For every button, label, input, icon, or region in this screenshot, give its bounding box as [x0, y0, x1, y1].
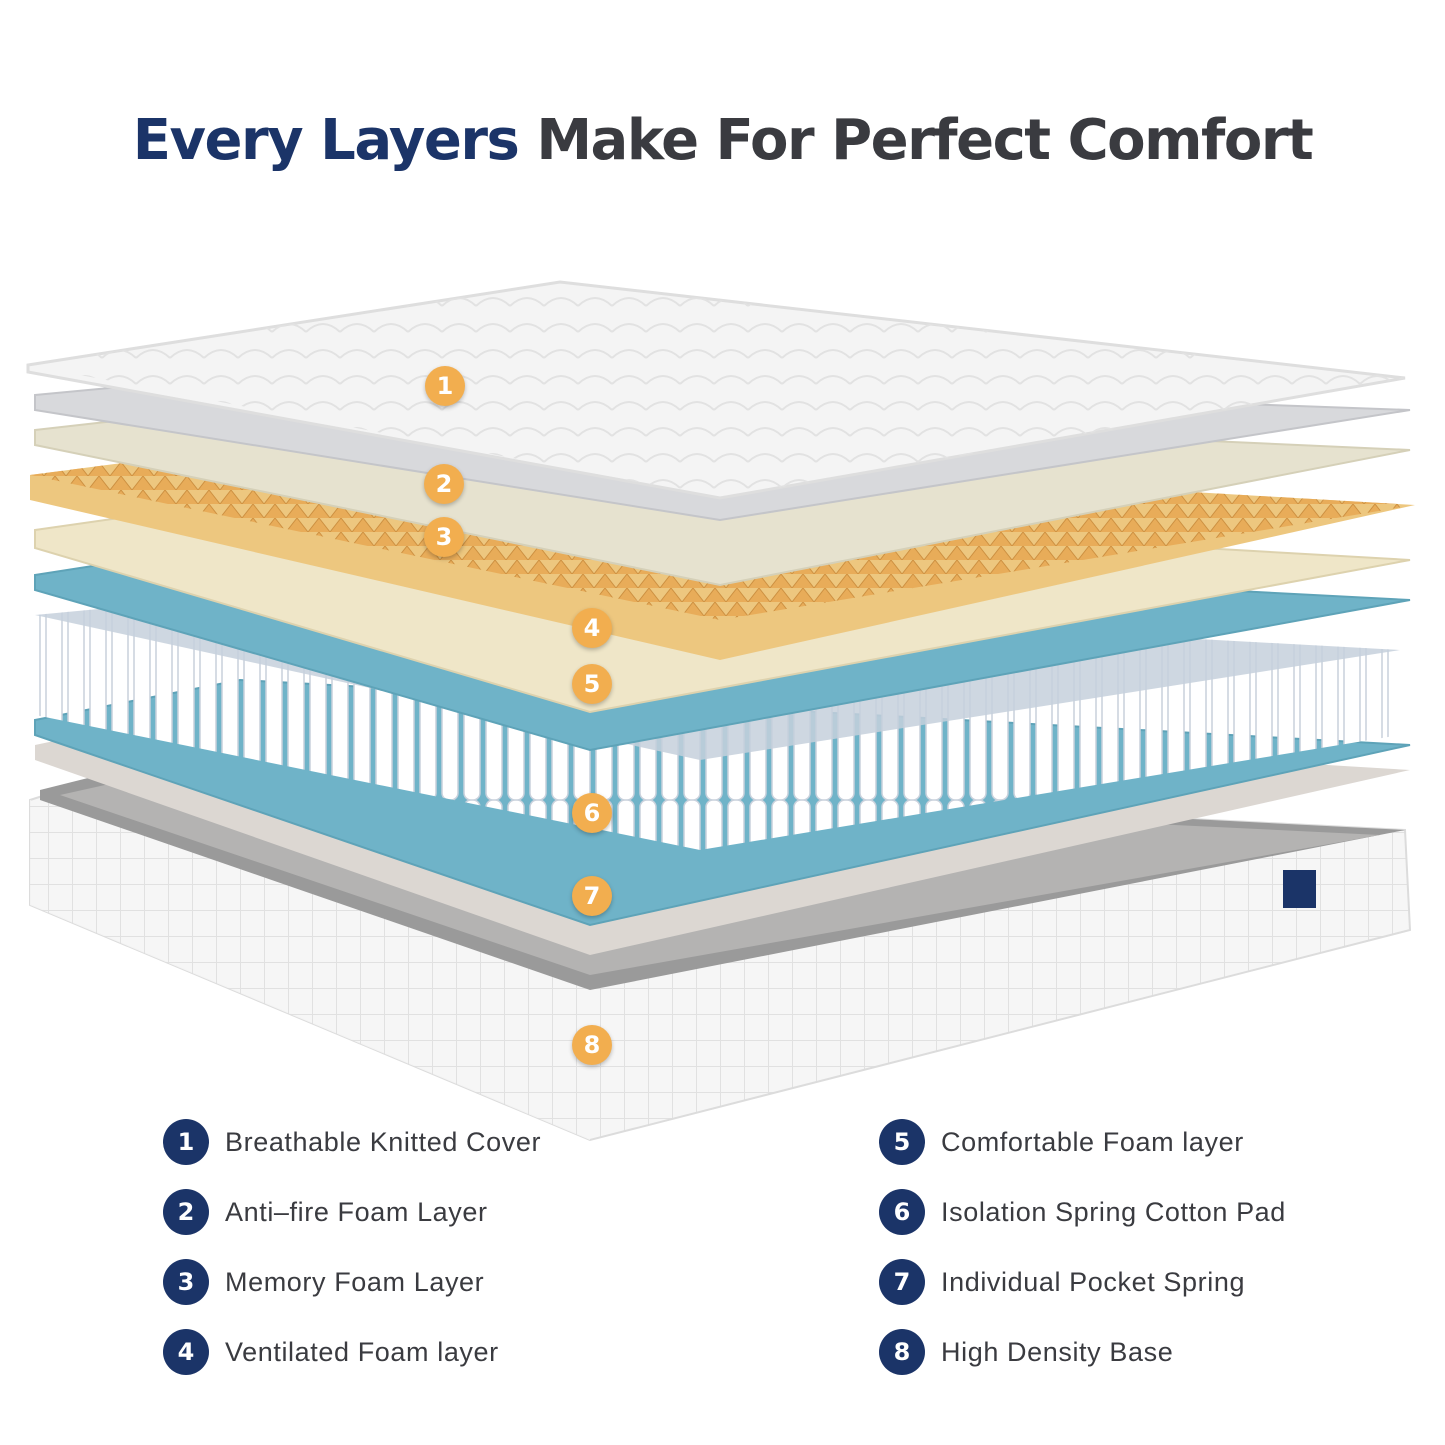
legend-item: 2 Anti–fire Foam Layer — [163, 1188, 723, 1236]
legend-label: Comfortable Foam layer — [941, 1126, 1244, 1157]
number-badge: 1 — [163, 1119, 209, 1165]
legend-item: 5 Comfortable Foam layer — [879, 1118, 1439, 1166]
legend-item: 4 Ventilated Foam layer — [163, 1328, 723, 1376]
legend-label: Ventilated Foam layer — [225, 1336, 499, 1367]
legend-item: 1 Breathable Knitted Cover — [163, 1118, 723, 1166]
layer-marker-3: 3 — [424, 517, 464, 557]
layer-marker-7: 7 — [572, 876, 612, 916]
number-badge: 6 — [879, 1189, 925, 1235]
mattress-exploded-view — [26, 280, 1415, 1142]
layer-cover — [26, 280, 1406, 500]
number-badge: 2 — [163, 1189, 209, 1235]
layer-marker-1: 1 — [425, 366, 465, 406]
legend-label: Breathable Knitted Cover — [225, 1126, 542, 1157]
legend-label: Isolation Spring Cotton Pad — [941, 1196, 1286, 1227]
legend-item: 8 High Density Base — [879, 1328, 1439, 1376]
title-rest: Make For Perfect Comfort — [518, 108, 1313, 173]
legend-label: Anti–fire Foam Layer — [225, 1196, 488, 1227]
layer-marker-4: 4 — [572, 608, 612, 648]
legend-label: Individual Pocket Spring — [941, 1266, 1246, 1297]
page-title: Every Layers Make For Perfect Comfort — [0, 108, 1445, 173]
number-badge: 7 — [879, 1259, 925, 1305]
layer-marker-8: 8 — [572, 1025, 612, 1065]
legend-label: Memory Foam Layer — [225, 1266, 485, 1297]
legend-label: High Density Base — [941, 1336, 1174, 1367]
title-accent: Every Layers — [132, 108, 520, 173]
brand-tag — [1283, 870, 1316, 908]
layer-marker-5: 5 — [572, 664, 612, 704]
layer-marker-2: 2 — [424, 464, 464, 504]
legend-item: 6 Isolation Spring Cotton Pad — [879, 1188, 1439, 1236]
legend-right: 5 Comfortable Foam layer 6 Isolation Spr… — [879, 1118, 1439, 1398]
legend-item: 3 Memory Foam Layer — [163, 1258, 723, 1306]
number-badge: 8 — [879, 1329, 925, 1375]
number-badge: 3 — [163, 1259, 209, 1305]
legend-left: 1 Breathable Knitted Cover 2 Anti–fire F… — [163, 1118, 723, 1398]
number-badge: 5 — [879, 1119, 925, 1165]
number-badge: 4 — [163, 1329, 209, 1375]
mattress-layers-illustration: 1 2 3 4 5 6 7 8 — [0, 260, 1445, 1160]
legend-item: 7 Individual Pocket Spring — [879, 1258, 1439, 1306]
layer-marker-6: 6 — [572, 793, 612, 833]
